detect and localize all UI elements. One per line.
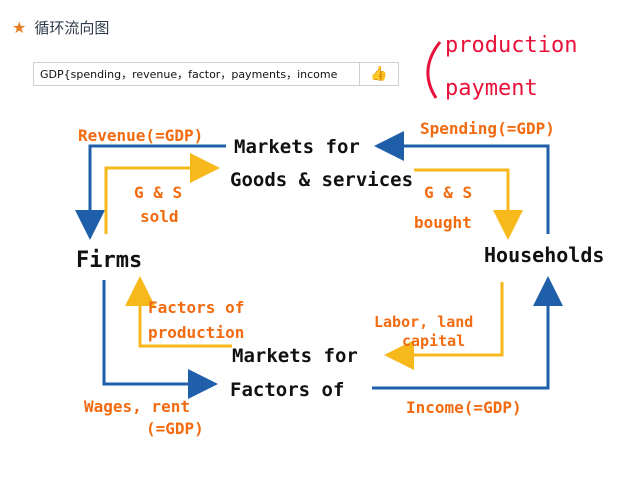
- thumbs-up-icon[interactable]: 👍: [359, 63, 398, 85]
- goods-market-label-line2: Goods & services: [230, 169, 413, 191]
- star-icon: ★: [12, 17, 27, 37]
- gdp-note-text: GDP{spending，revenue，factor，payments，inc…: [40, 68, 338, 81]
- gdp-note-box: GDP{spending，revenue，factor，payments，inc…: [33, 62, 399, 86]
- gs-sold-label-line1: G & S: [134, 183, 182, 202]
- brace-label-payment: payment: [445, 76, 538, 101]
- page-title: 循环流向图: [34, 18, 110, 37]
- header: ★ 循环流向图: [12, 14, 109, 40]
- revenue-label: Revenue(=GDP): [78, 126, 203, 145]
- labor-flow-arrow: [384, 282, 504, 370]
- factors-production-label-line2: production: [148, 323, 244, 342]
- gs-sold-label-line2: sold: [140, 207, 179, 226]
- factors-production-label-line1: Factors of: [148, 298, 244, 317]
- factors-market-label-line1: Markets for: [232, 345, 358, 367]
- wages-label-line2: (=GDP): [146, 419, 204, 438]
- gs-bought-label-line1: G & S: [424, 183, 472, 202]
- income-flow-arrow: [372, 276, 563, 390]
- wages-flow-arrow: [102, 280, 218, 399]
- factors-production-arrow: [125, 276, 232, 348]
- spending-flow-arrow: [374, 131, 550, 234]
- labor-label-line1: Labor, land: [374, 313, 473, 331]
- goods-market-label-line1: Markets for: [234, 136, 360, 158]
- households-label: Households: [484, 243, 604, 267]
- gs-bought-label-line2: bought: [414, 213, 472, 232]
- revenue-flow-arrow: [75, 144, 226, 240]
- brace: [426, 41, 442, 99]
- factors-market-label-line2: Factors of: [230, 379, 344, 401]
- spending-label: Spending(=GDP): [420, 119, 555, 138]
- firms-label: Firms: [76, 248, 142, 273]
- gs-bought-arrow: [414, 168, 523, 240]
- labor-label-line2: capital: [402, 332, 465, 350]
- gs-sold-arrow: [104, 153, 220, 234]
- income-label: Income(=GDP): [406, 398, 522, 417]
- wages-label-line1: Wages, rent: [84, 397, 190, 416]
- brace-label-production: production: [445, 33, 577, 58]
